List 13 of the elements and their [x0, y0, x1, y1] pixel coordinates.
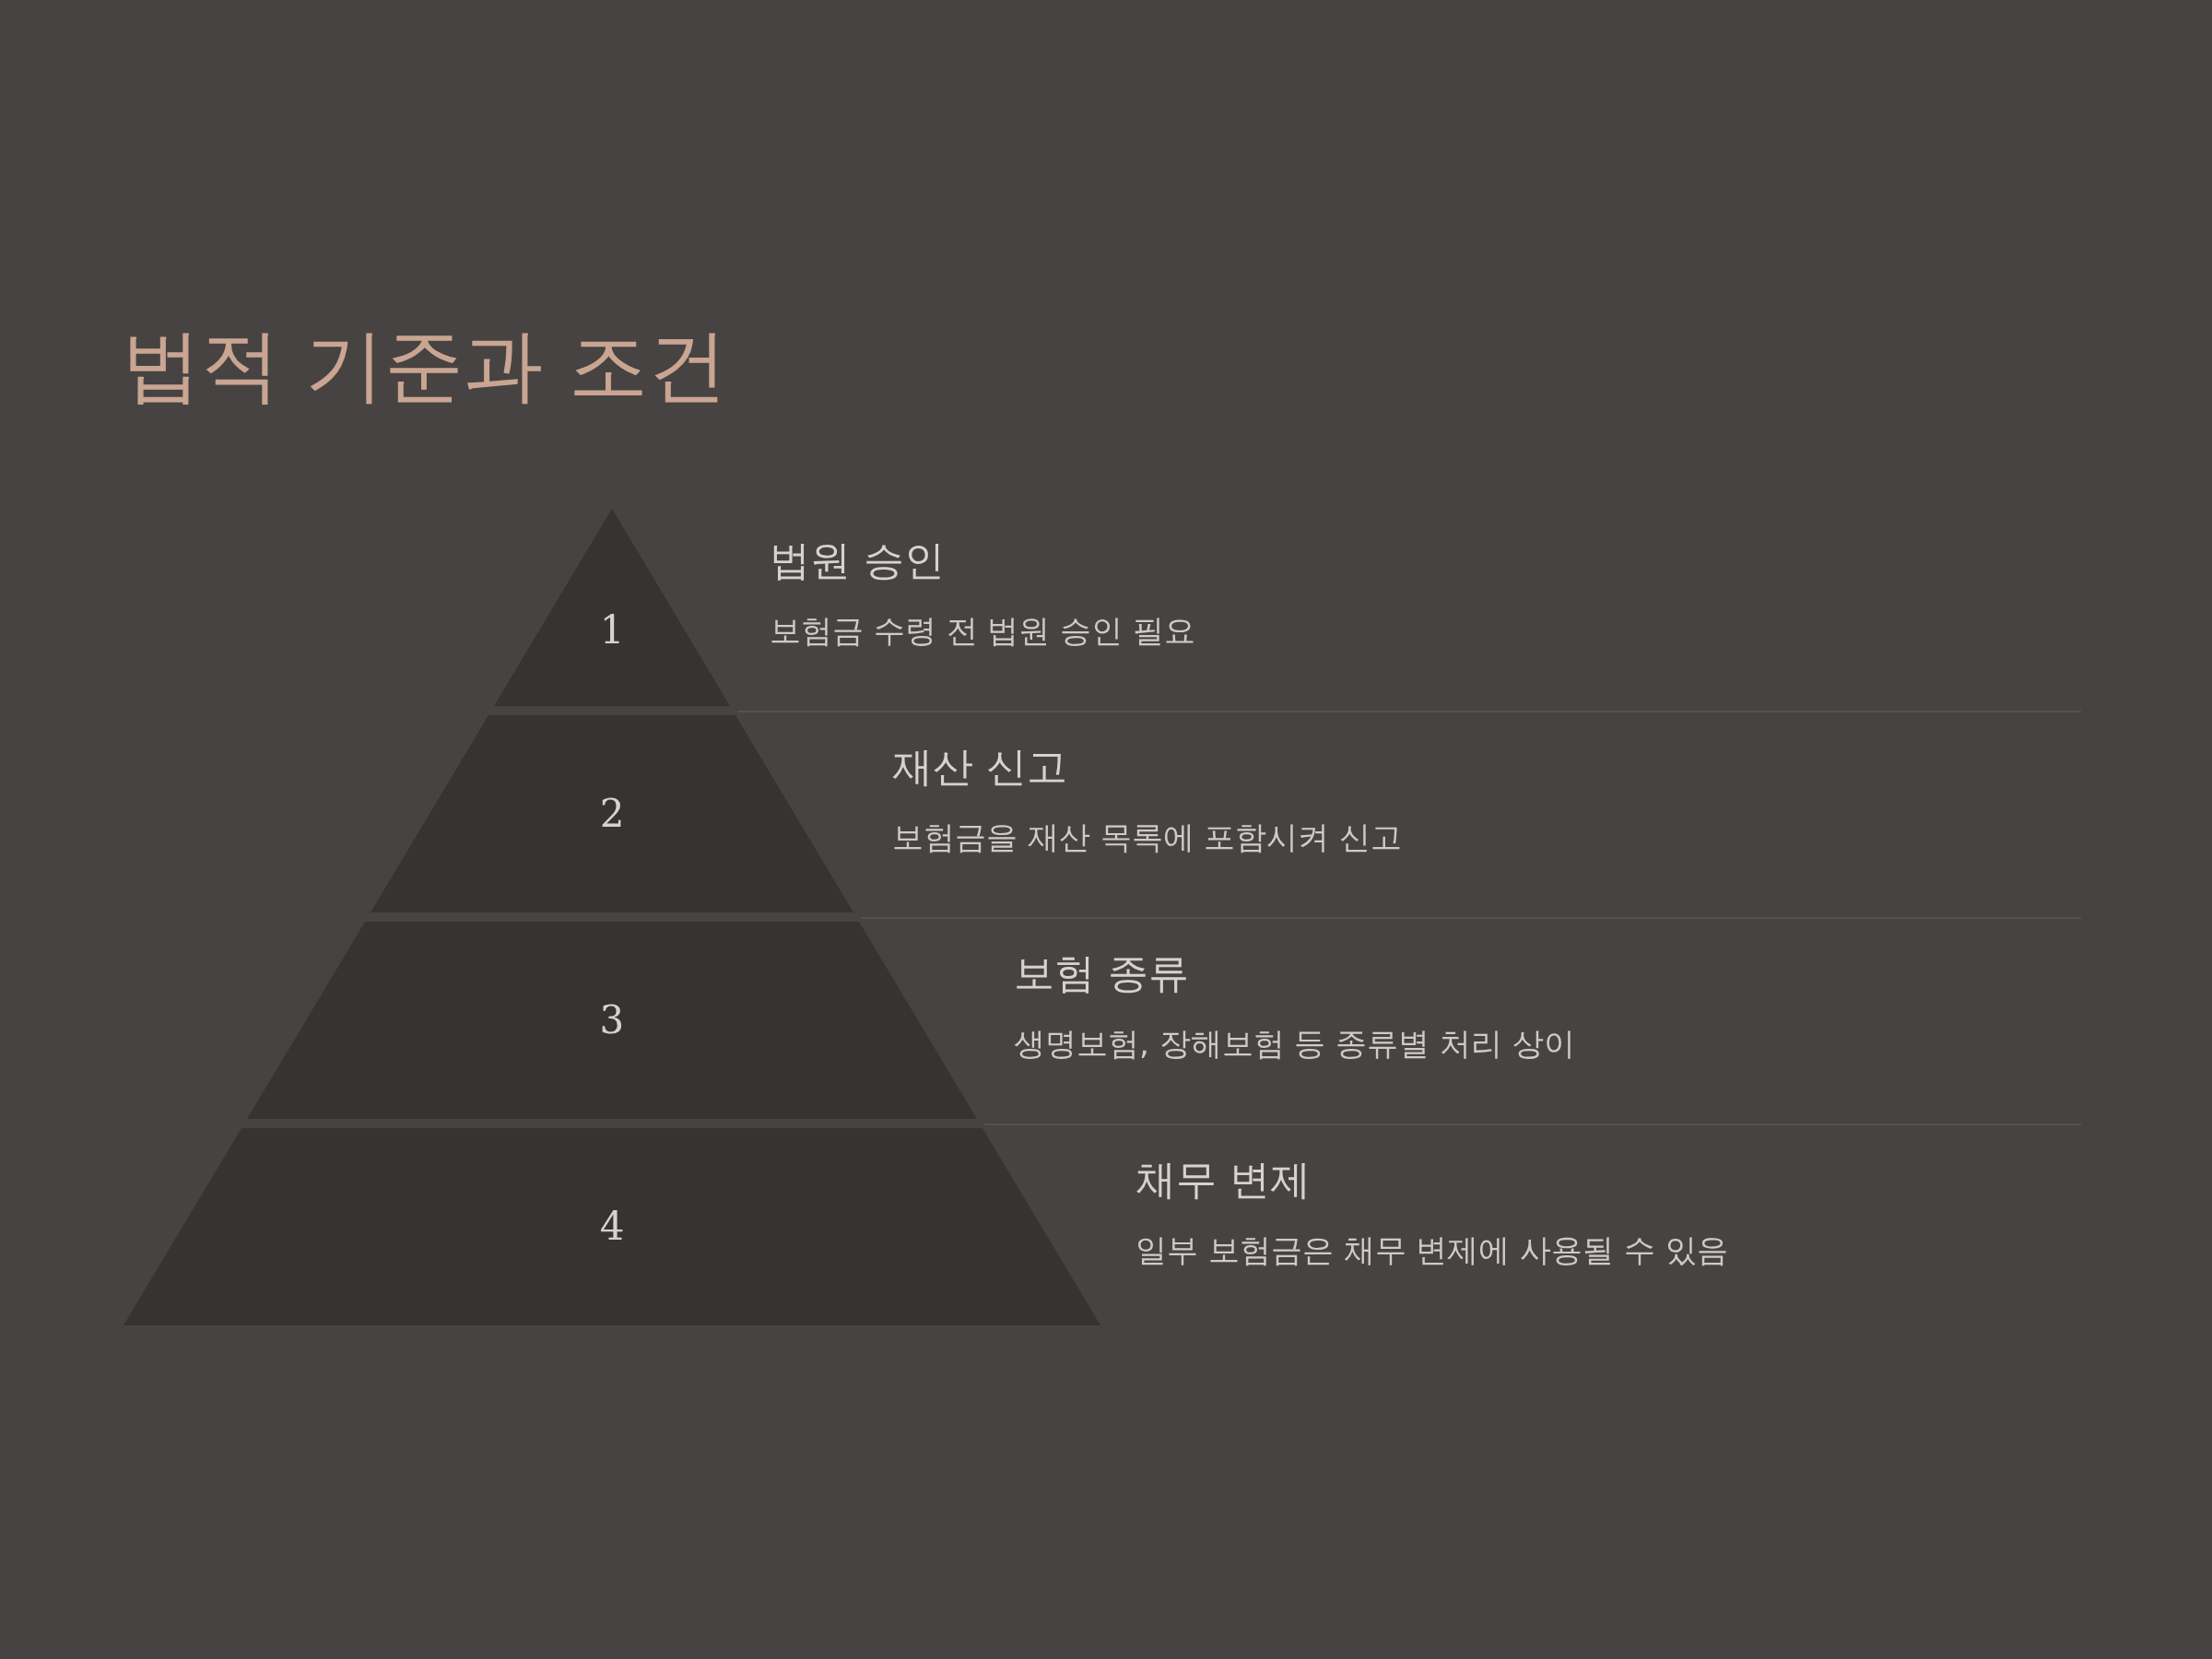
tier-number: 2 — [598, 794, 626, 833]
tier-heading: 채무 변제 — [1135, 1156, 1311, 1205]
tier-description: 보험금을 재산 목록에 포함시켜 신고 — [892, 818, 1403, 856]
tier-heading: 보험 종류 — [1014, 949, 1189, 998]
tier-heading: 재산 신고 — [892, 743, 1067, 792]
tier-heading: 법원 승인 — [770, 536, 945, 585]
tier-description: 일부 보험금은 채무 변제에 사용될 수 있음 — [1135, 1231, 1728, 1269]
tier-number: 1 — [598, 611, 626, 650]
tier-number: 4 — [598, 1207, 626, 1246]
slide-title: 법적 기준과 조건 — [122, 318, 727, 413]
tier-number: 3 — [598, 1001, 626, 1040]
tier-description: 생명보험, 장해보험 등 종류별 처리 상이 — [1014, 1025, 1575, 1063]
tier-description: 보험금 수령 전 법원 승인 필요 — [770, 612, 1196, 650]
